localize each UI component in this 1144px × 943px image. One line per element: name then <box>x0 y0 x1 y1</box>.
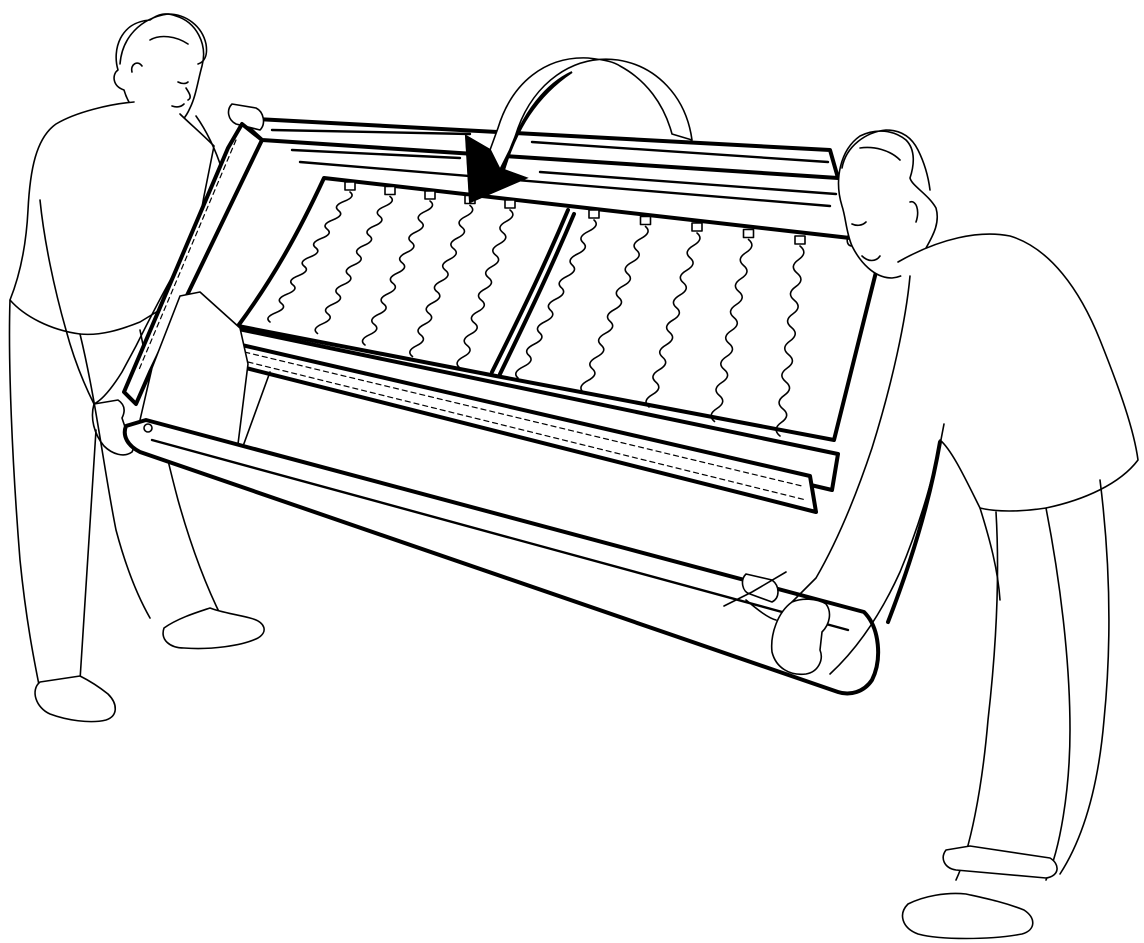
spring-left-1-clip <box>345 182 355 190</box>
left-person-shoe-right <box>163 608 264 649</box>
spring-left-2-clip <box>385 187 395 195</box>
spring-right-3-clip <box>692 223 702 231</box>
spring-right-4-clip <box>744 230 754 238</box>
right-person-shoe-right <box>903 893 1033 938</box>
right-person-legs <box>956 480 1109 880</box>
spring-right-2-clip <box>641 217 651 225</box>
right-person-shoe-left <box>943 846 1057 878</box>
left-person-shoe-left <box>35 676 115 722</box>
spring-left-3-clip <box>425 191 435 199</box>
spring-right-1-clip <box>589 210 599 218</box>
spring-right-5-clip <box>795 236 805 244</box>
frame-back-rail <box>238 118 838 178</box>
frame-pivot-bolt <box>144 424 152 432</box>
frame-right-side <box>888 442 940 622</box>
spring-left-5-clip <box>505 200 515 208</box>
